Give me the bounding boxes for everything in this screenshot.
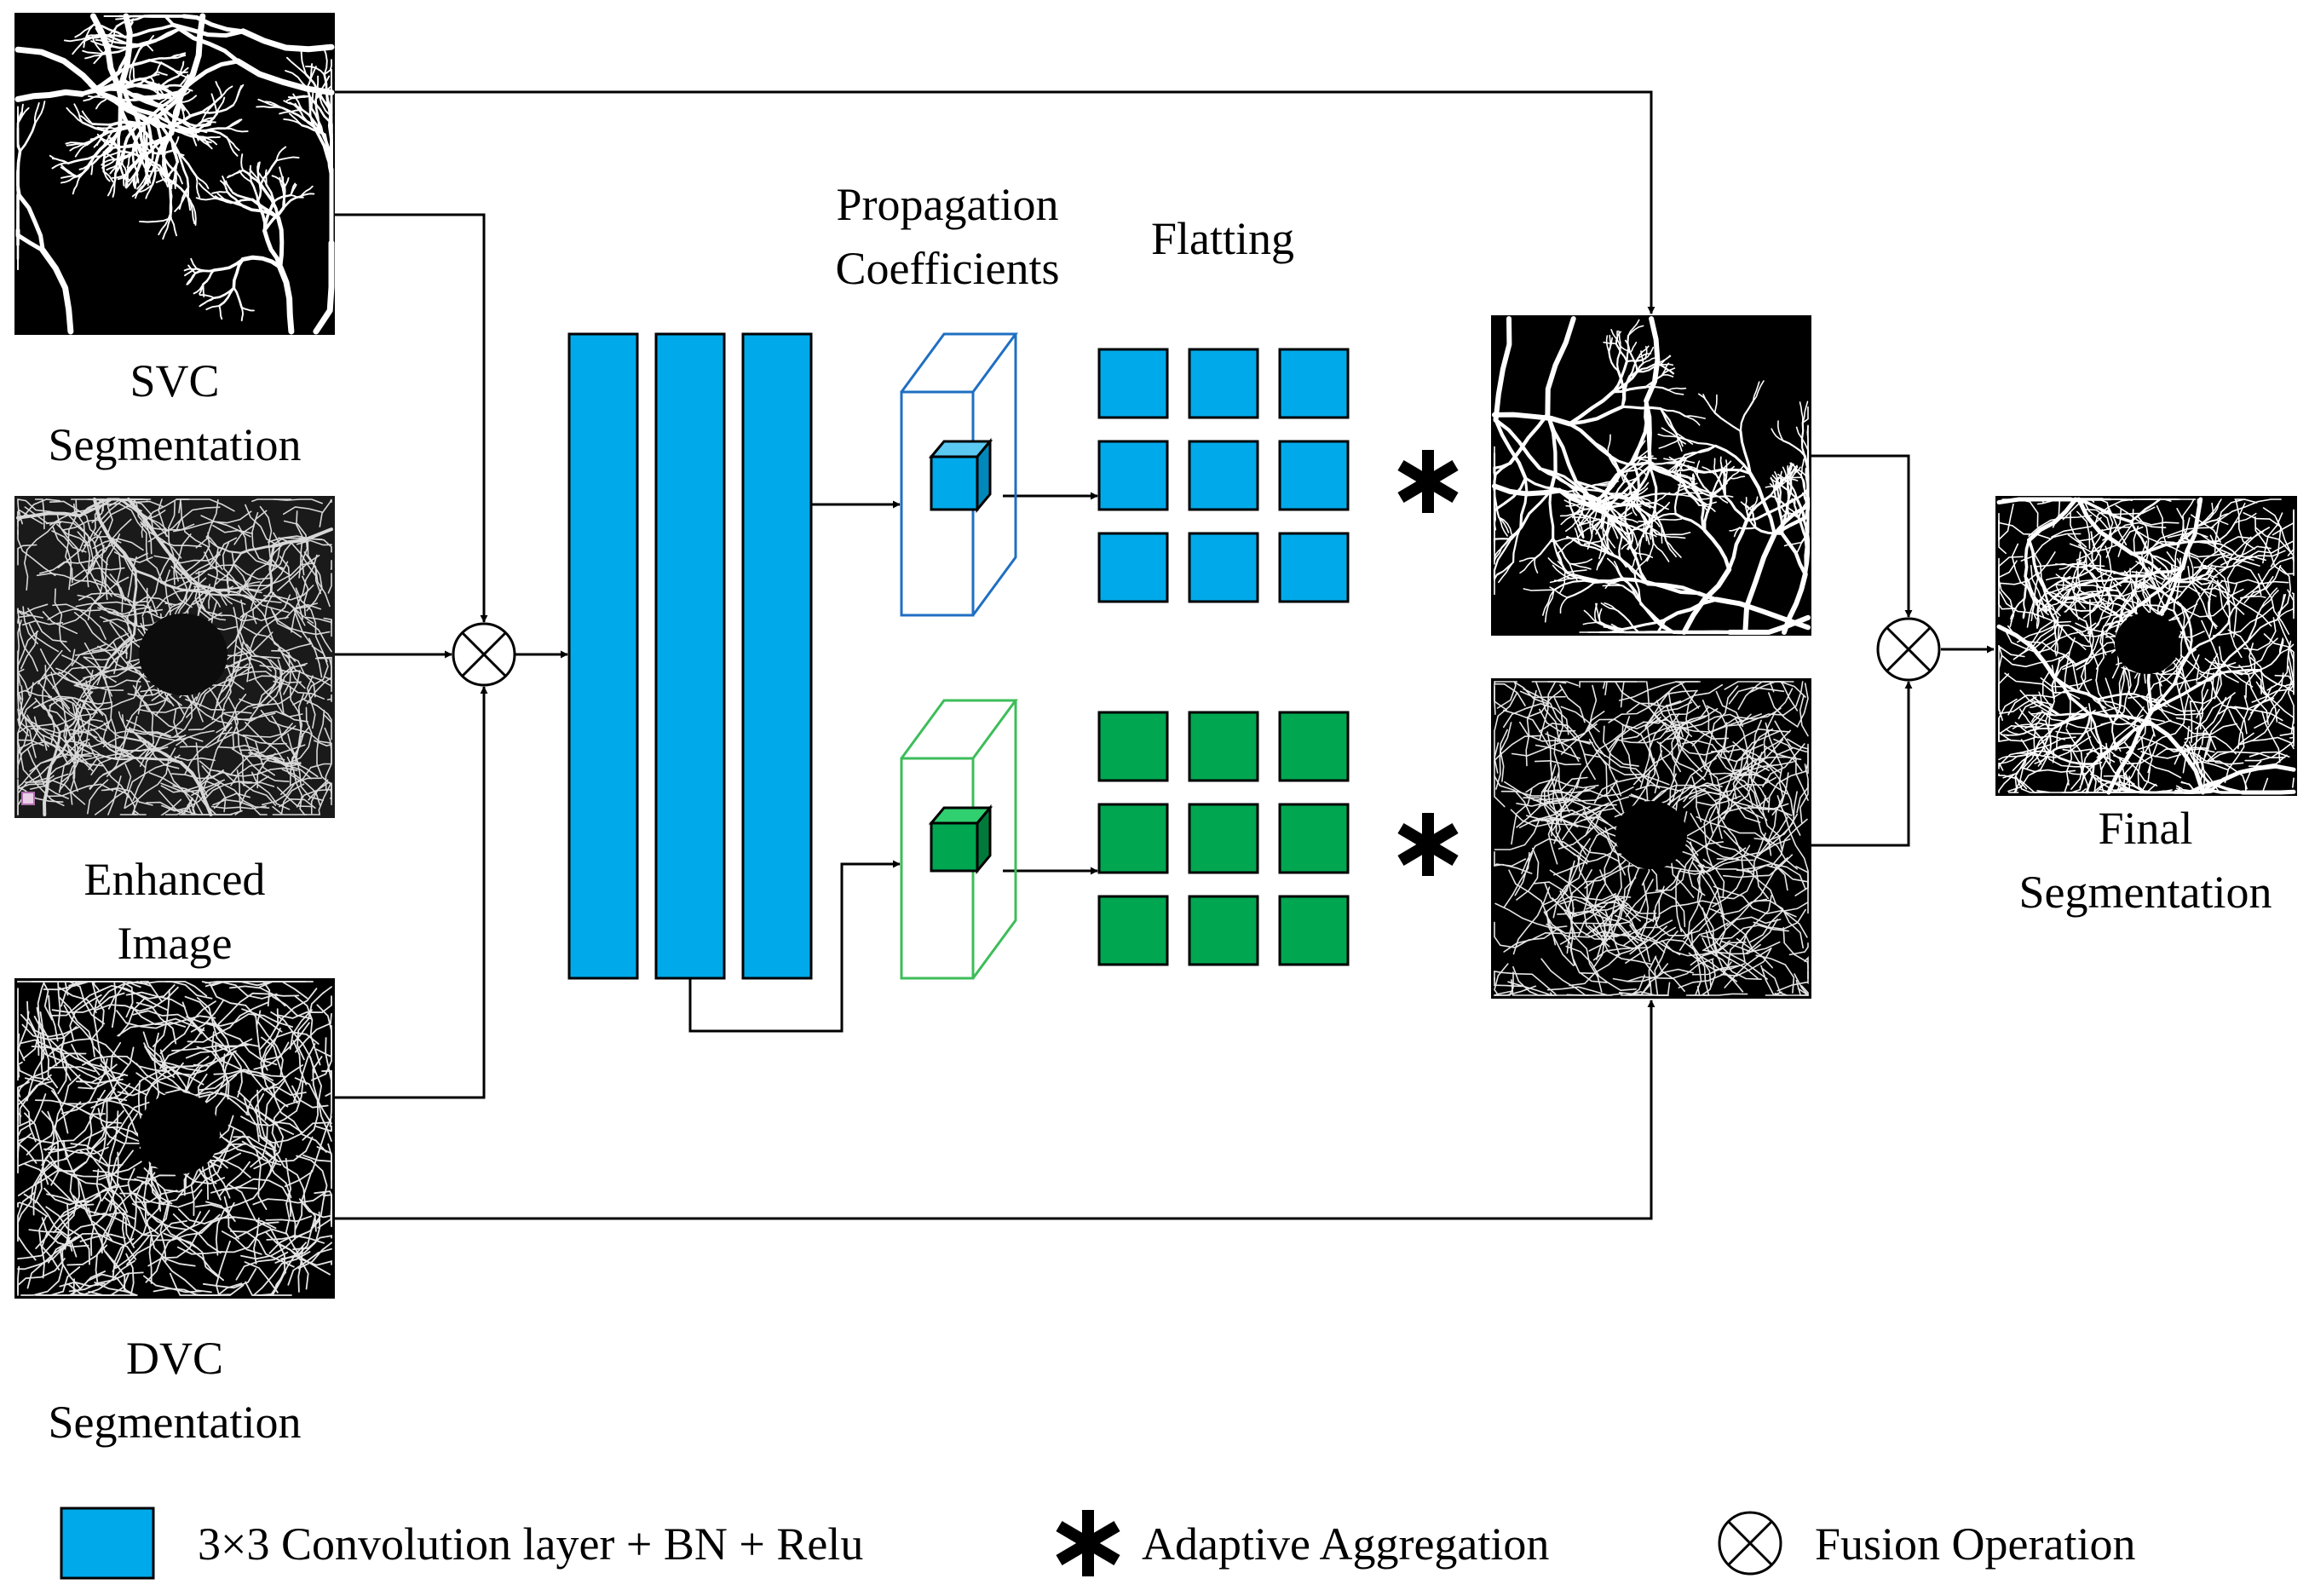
flatting-cell <box>1188 711 1259 782</box>
svc-label-line2: Segmentation <box>49 419 302 470</box>
flatting-cell <box>1097 803 1169 874</box>
flatting-label: Flatting <box>1151 213 1294 264</box>
flatting-cell <box>1278 711 1350 782</box>
flatting-cell <box>1188 895 1259 966</box>
connector-lines <box>335 90 1995 1220</box>
circled-times-icon <box>452 622 516 687</box>
flatting-cell <box>1188 348 1259 419</box>
svc-segmentation-image <box>14 13 335 335</box>
flatting-cell <box>1097 711 1169 782</box>
dvc-label-line1: DVC <box>126 1333 223 1384</box>
propagation-cube-blue <box>928 437 993 514</box>
propagation-label-line1: Propagation <box>837 179 1059 230</box>
final-segmentation-image <box>1995 496 2297 796</box>
blue-square-icon <box>60 1507 155 1580</box>
dvc-label-line2: Segmentation <box>49 1397 302 1448</box>
flatting-cell <box>1188 803 1259 874</box>
conv-layers <box>567 332 813 980</box>
flatting-grid-blue <box>1097 348 1350 603</box>
flatting-cell <box>1278 803 1350 874</box>
dvc-output-image <box>1491 678 1811 999</box>
conv-layer-2 <box>654 332 726 980</box>
legend-conv-label: 3×3 Convolution layer + BN + Relu <box>198 1518 863 1570</box>
flatting-cell <box>1188 440 1259 511</box>
circled-times-icon <box>1718 1511 1782 1576</box>
legend: 3×3 Convolution layer + BN + Relu Adapti… <box>60 1507 2135 1580</box>
flatting-cell <box>1278 532 1350 603</box>
flatting-cell <box>1097 895 1169 966</box>
flatting-cell <box>1278 348 1350 419</box>
flatting-cell <box>1278 895 1350 966</box>
propagation-cube-green <box>928 804 993 875</box>
final-label-line2: Segmentation <box>2019 867 2272 918</box>
conv-layer-1 <box>567 332 639 980</box>
legend-aggregation-label: Adaptive Aggregation <box>1142 1518 1549 1570</box>
flatting-cell <box>1097 532 1169 603</box>
svc-output-image <box>1491 315 1811 636</box>
svc-label-line1: SVC <box>130 355 219 406</box>
flatting-cell <box>1188 532 1259 603</box>
flatting-cell <box>1278 440 1350 511</box>
asterisk-icon <box>1397 813 1459 876</box>
asterisk-icon <box>1397 450 1459 513</box>
legend-fusion-label: Fusion Operation <box>1815 1518 2135 1570</box>
conv-layer-3 <box>741 332 813 980</box>
enhanced-label-line2: Image <box>118 918 233 969</box>
asterisk-icon <box>1056 1510 1120 1576</box>
dvc-segmentation-image <box>14 978 335 1299</box>
enhanced-image <box>14 496 335 818</box>
flatting-cell <box>1097 348 1169 419</box>
final-label-line1: Final <box>2098 803 2192 854</box>
enhanced-label-line1: Enhanced <box>84 854 266 905</box>
circled-times-icon <box>1876 617 1941 682</box>
flatting-grid-green <box>1097 711 1350 966</box>
flatting-cell <box>1097 440 1169 511</box>
propagation-label-line2: Coefficients <box>836 243 1060 294</box>
